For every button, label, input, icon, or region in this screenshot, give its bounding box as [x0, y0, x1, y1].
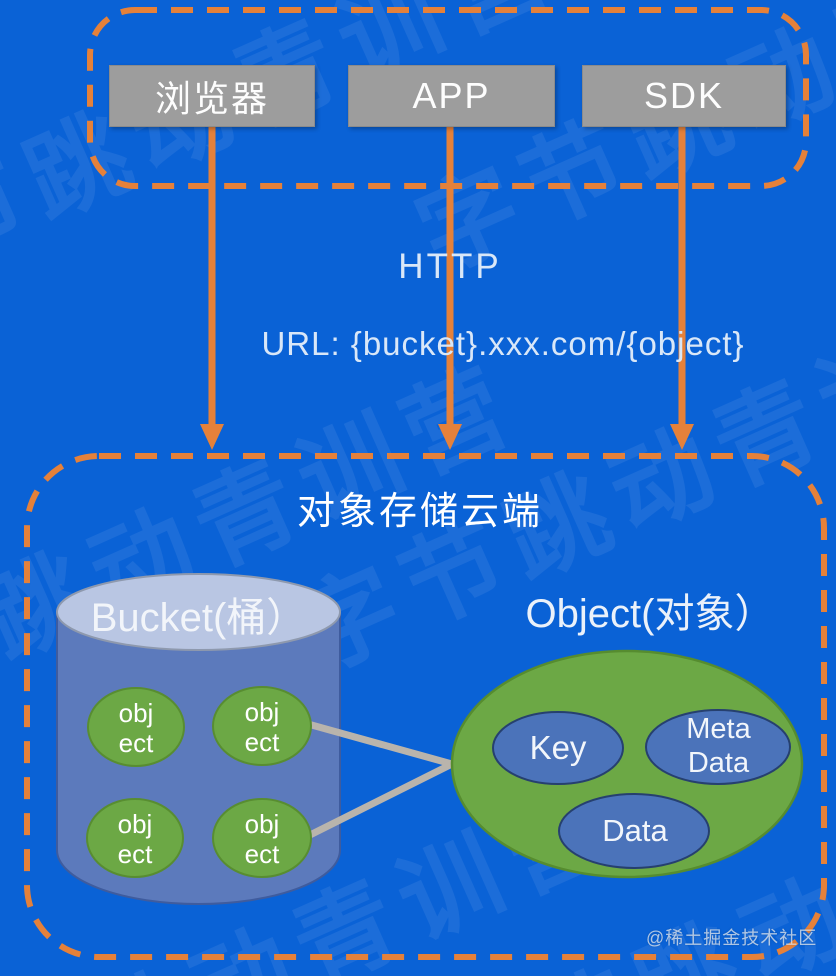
bucket-label: Bucket(桶） — [90, 596, 307, 640]
client-box-app-label: APP — [412, 75, 491, 116]
client-box-sdk: SDK — [582, 65, 786, 127]
data-label: Data — [602, 813, 668, 848]
key-ellipse — [492, 711, 624, 785]
bucket-object-label-line1: obj — [117, 809, 153, 839]
bucket-object-label-line2: ect — [244, 727, 280, 758]
arrow-browser-to-cloud — [200, 127, 224, 450]
bucket-object-label-line1: obj — [118, 698, 154, 728]
cloud-title: 对象存储云端 — [296, 490, 543, 533]
client-box-browser-label: 浏览器 — [154, 78, 269, 119]
metadata-label: Meta Data — [646, 713, 791, 781]
object-connector-lines — [304, 720, 456, 840]
bucket-object-label-line2: ect — [117, 839, 153, 870]
metadata-label-line2: Data — [687, 746, 750, 779]
bucket-object-label-line2: ect — [118, 728, 154, 759]
bucket-object-label: obj ect — [87, 809, 183, 870]
bucket-object-label-line1: obj — [244, 809, 280, 839]
bucket-cylinder-top — [56, 573, 341, 651]
bucket-object-ellipse — [212, 798, 312, 878]
client-box-sdk-label: SDK — [643, 75, 725, 116]
client-box-app: APP — [348, 65, 555, 127]
object-ellipse — [450, 649, 804, 879]
bucket-object-label-line1: obj — [244, 697, 280, 727]
bucket-object-ellipse — [212, 686, 312, 766]
http-label: HTTP — [398, 247, 502, 286]
bucket-object-label: obj ect — [88, 698, 184, 759]
key-label: Key — [529, 729, 587, 766]
metadata-label-line1: Meta — [686, 713, 751, 745]
url-label: URL: {bucket}.xxx.com/{object} — [261, 325, 745, 362]
metadata-ellipse — [645, 709, 791, 785]
credit-watermark: @稀土掘金技术社区 — [646, 928, 818, 948]
client-box-browser: 浏览器 — [109, 65, 315, 127]
bucket-object-label-line2: ect — [244, 839, 280, 870]
arrow-app-to-cloud — [438, 126, 462, 450]
bucket-object-ellipse — [87, 687, 185, 767]
data-ellipse — [558, 793, 710, 869]
bucket-object-label: obj ect — [214, 697, 310, 758]
arrow-sdk-to-cloud — [670, 127, 694, 450]
bucket-object-ellipse — [86, 798, 184, 878]
object-label: Object(对象） — [525, 592, 775, 636]
cloud-group-border — [24, 453, 827, 960]
bucket-object-label: obj ect — [214, 809, 310, 870]
